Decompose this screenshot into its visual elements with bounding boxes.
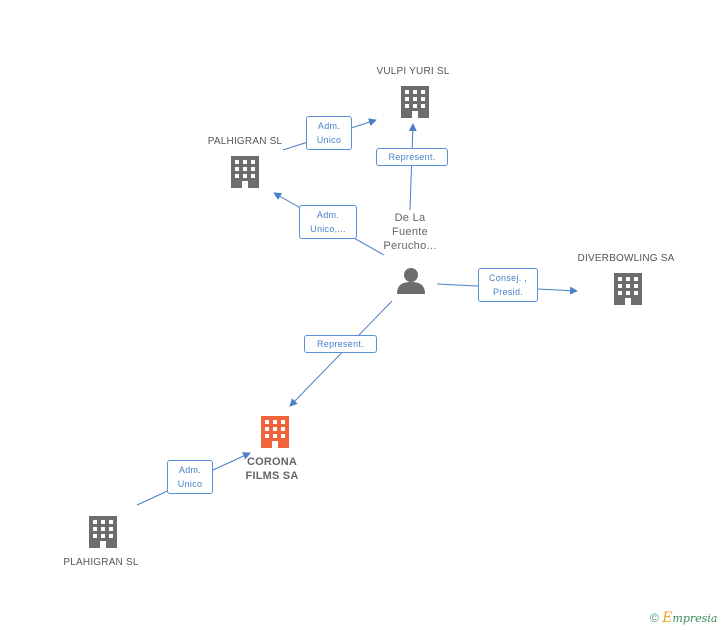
- person-label-line1: De La: [394, 212, 426, 224]
- company-label-palhigran[interactable]: PALHIGRAN SL: [207, 136, 283, 147]
- edge-label-line: Adm.: [317, 121, 341, 131]
- building-icon[interactable]: [89, 516, 117, 548]
- building-icon[interactable]: [614, 273, 642, 305]
- edge-label-line: Unico,...: [310, 224, 346, 234]
- company-label-diverbowling[interactable]: DIVERBOWLING SA: [577, 253, 675, 264]
- edge-label-adm-unico-palhigran[interactable]: Adm. Unico,...: [299, 205, 357, 239]
- edge-label-line: Represent.: [388, 152, 436, 162]
- edge-label-consej-presid[interactable]: Consej. , Presid.: [478, 268, 538, 302]
- building-icon[interactable]: [231, 156, 259, 188]
- building-icon-focus[interactable]: [261, 416, 289, 448]
- person-icon[interactable]: [397, 268, 425, 294]
- edge-label-represent-corona[interactable]: Represent.: [304, 335, 377, 353]
- company-label-corona[interactable]: CORONA FILMS SA: [236, 455, 308, 483]
- company-label-plahigran[interactable]: PLAHIGRAN SL: [63, 557, 139, 568]
- edge-label-line: Presid.: [492, 287, 524, 297]
- company-label-corona-line1: CORONA: [246, 456, 298, 468]
- company-label-vulpi[interactable]: VULPI YURI SL: [376, 66, 450, 77]
- brand-logo: Empresia: [662, 610, 718, 626]
- edge-label-line: Adm.: [316, 210, 340, 220]
- building-icon[interactable]: [401, 86, 429, 118]
- edge-label-adm-unico-corona[interactable]: Adm. Unico: [167, 460, 213, 494]
- edge-label-line: Unico: [316, 135, 342, 145]
- edge-label-line: Adm.: [178, 465, 202, 475]
- edge-label-adm-unico-vulpi[interactable]: Adm. Unico: [306, 116, 352, 150]
- edge-person-corona: [289, 300, 393, 407]
- person-label-line3: Perucho...: [383, 240, 437, 252]
- edge-person-vulpi: [408, 123, 417, 211]
- person-label-line2: Fuente: [391, 226, 429, 238]
- edge-label-represent-vulpi[interactable]: Represent.: [376, 148, 448, 166]
- edge-label-line: Represent.: [316, 339, 365, 349]
- company-label-corona-line2: FILMS SA: [245, 470, 299, 482]
- footer-brand: © Empresia: [650, 610, 717, 626]
- copyright-symbol: ©: [650, 611, 659, 625]
- edge-label-line: Consej. ,: [488, 273, 528, 283]
- edge-label-line: Unico: [177, 479, 203, 489]
- person-label[interactable]: De La Fuente Perucho...: [370, 211, 450, 253]
